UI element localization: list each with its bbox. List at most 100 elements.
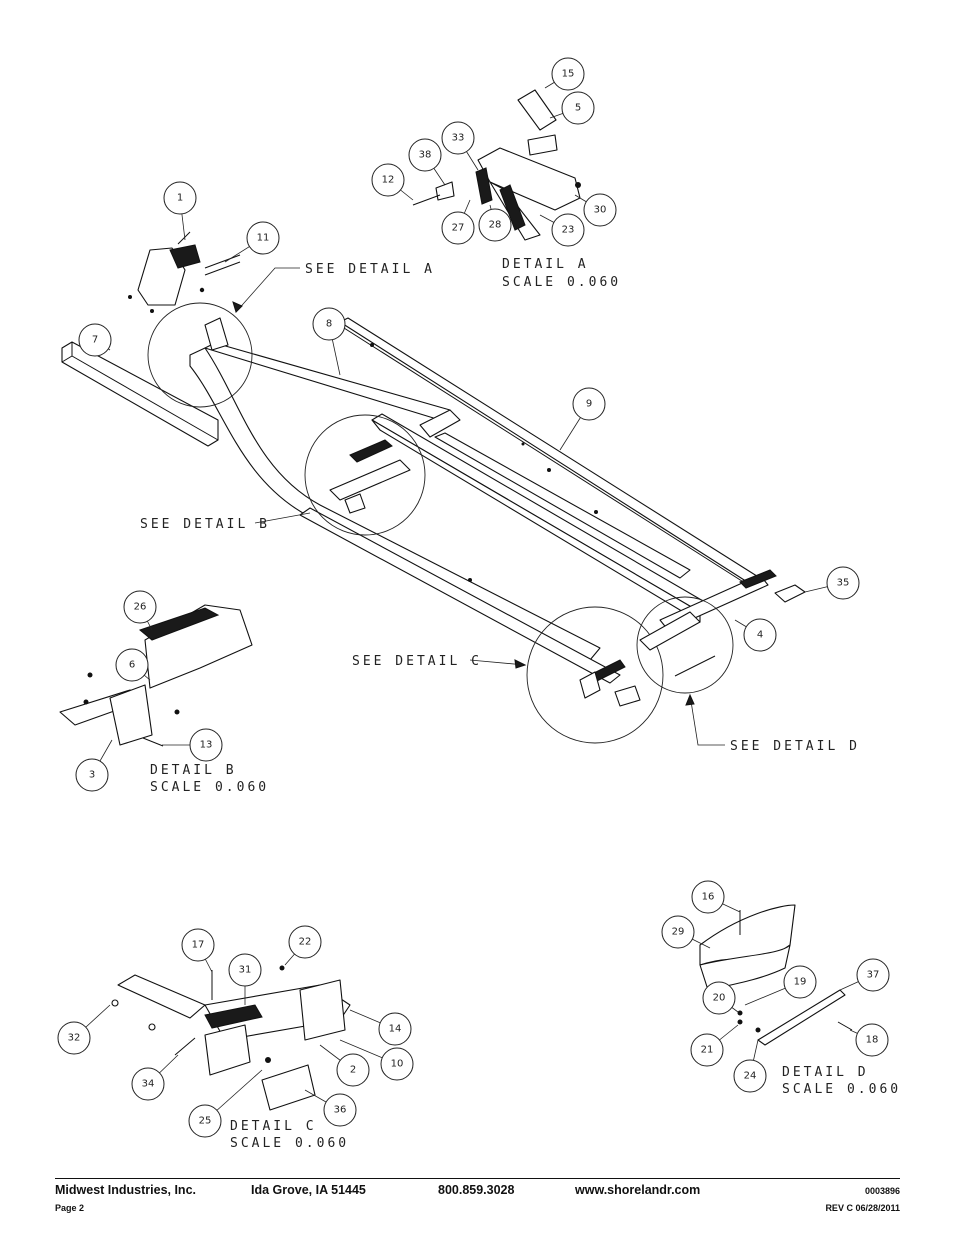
callout-balloon <box>78 323 112 357</box>
callout-balloon <box>702 981 736 1015</box>
callout-balloon <box>228 953 262 987</box>
detail-c-scale: SCALE 0.060 <box>230 1136 349 1151</box>
detail-c-drawing <box>111 965 351 1111</box>
callout-balloon <box>661 915 695 949</box>
footer-row-1: Midwest Industries, Inc. Ida Grove, IA 5… <box>55 1183 900 1199</box>
footer-company: Midwest Industries, Inc. <box>55 1183 196 1197</box>
callout-balloon <box>551 213 585 247</box>
callout-24: 24 <box>733 1039 767 1093</box>
detail-a-circle <box>147 302 253 408</box>
callout-9: 9 <box>559 387 606 451</box>
callout-number: 12 <box>382 175 395 186</box>
see-detail-b-label: SEE DETAIL B <box>140 517 270 532</box>
callout-number: 8 <box>326 319 332 330</box>
callout-balloon <box>733 1059 767 1093</box>
detail-d-drawing <box>699 904 853 1046</box>
callout-balloon <box>123 590 157 624</box>
callout-number: 15 <box>562 69 575 80</box>
callout-number: 22 <box>299 937 312 948</box>
callout-number: 14 <box>389 1024 402 1035</box>
callout-number: 16 <box>702 892 715 903</box>
callout-balloon <box>441 211 475 245</box>
callout-21: 21 <box>690 1024 739 1067</box>
footer-row-2: Page 2 REV C 06/28/2011 <box>55 1203 900 1215</box>
callout-18: 18 <box>849 1023 889 1057</box>
callout-balloon <box>743 618 777 652</box>
callout-15: 15 <box>544 57 585 91</box>
callout-17: 17 <box>181 928 215 973</box>
detail-b-title: DETAIL B <box>150 763 237 778</box>
callout-number: 11 <box>257 233 270 244</box>
callout-number: 25 <box>199 1116 212 1127</box>
footer-revision: REV C 06/28/2011 <box>825 1203 900 1213</box>
callout-number: 3 <box>89 770 95 781</box>
callout-number: 35 <box>837 578 850 589</box>
detail-b-scale: SCALE 0.060 <box>150 780 269 795</box>
callout-number: 28 <box>489 220 502 231</box>
footer-website[interactable]: www.shorelandr.com <box>575 1183 701 1197</box>
callout-11: 11 <box>224 221 280 263</box>
callout-number: 18 <box>866 1035 879 1046</box>
callout-balloon <box>181 928 215 962</box>
callout-7: 7 <box>78 323 112 357</box>
callout-20: 20 <box>702 981 739 1015</box>
callout-number: 30 <box>594 205 607 216</box>
detail-b-drawing <box>59 604 253 747</box>
callout-number: 19 <box>794 977 807 988</box>
detail-a-scale: SCALE 0.060 <box>502 275 621 290</box>
callout-number: 24 <box>744 1071 757 1082</box>
callout-number: 36 <box>334 1105 347 1116</box>
callout-balloon <box>57 1021 91 1055</box>
callout-balloon <box>189 728 223 762</box>
callout-6: 6 <box>115 648 151 682</box>
callout-number: 23 <box>562 225 575 236</box>
callout-balloon <box>75 758 109 792</box>
callout-number: 7 <box>92 335 98 346</box>
see-detail-a-label: SEE DETAIL A <box>305 262 435 277</box>
callout-1: 1 <box>163 181 197 241</box>
callout-22: 22 <box>284 925 322 966</box>
callout-26: 26 <box>123 590 157 631</box>
footer-page: Page 2 <box>55 1203 85 1213</box>
callout-19: 19 <box>744 965 817 1006</box>
callout-balloon <box>583 193 617 227</box>
callout-30: 30 <box>574 193 617 227</box>
callout-25: 25 <box>188 1069 263 1138</box>
callout-balloon <box>856 958 890 992</box>
callout-37: 37 <box>839 958 890 992</box>
callout-number: 4 <box>757 630 763 641</box>
callout-34: 34 <box>131 1054 179 1101</box>
leaders <box>232 267 725 746</box>
callout-balloon <box>378 1012 412 1046</box>
detail-a-title: DETAIL A <box>502 257 589 272</box>
callout-number: 26 <box>134 602 147 613</box>
detail-d-circle <box>636 596 734 694</box>
footer-location: Ida Grove, IA 51445 <box>251 1183 366 1197</box>
callout-23: 23 <box>539 213 585 247</box>
callout-number: 31 <box>239 965 252 976</box>
callout-31: 31 <box>228 953 262 1005</box>
callout-number: 1 <box>177 193 183 204</box>
callout-balloon <box>572 387 606 421</box>
callout-balloon <box>115 648 149 682</box>
callout-number: 17 <box>192 940 205 951</box>
callout-16: 16 <box>691 880 741 914</box>
callout-number: 29 <box>672 927 685 938</box>
callout-number: 27 <box>452 223 465 234</box>
detail-d-scale: SCALE 0.060 <box>782 1082 901 1097</box>
callout-number: 38 <box>419 150 432 161</box>
callout-number: 37 <box>867 970 880 981</box>
winch-stand <box>137 231 241 306</box>
callout-balloon <box>561 91 595 125</box>
detail-b-circle <box>304 414 426 536</box>
callout-33: 33 <box>441 121 479 171</box>
callout-5: 5 <box>549 91 595 125</box>
callout-number: 2 <box>350 1065 356 1076</box>
footer-phone: 800.859.3028 <box>438 1183 515 1197</box>
callout-14: 14 <box>349 1009 412 1046</box>
footer-rule <box>55 1178 900 1179</box>
footer-doc-number: 0003896 <box>864 1186 900 1196</box>
callout-balloon <box>312 307 346 341</box>
